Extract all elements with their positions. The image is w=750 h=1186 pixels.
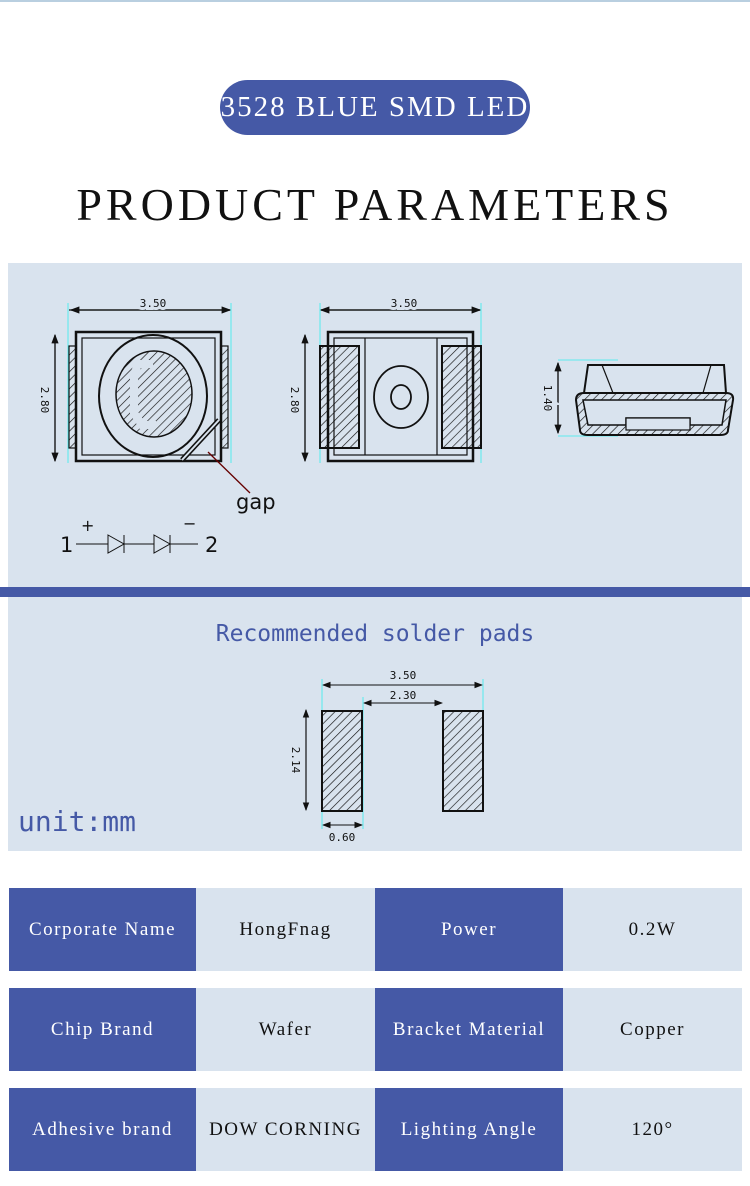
cathode-sign: − bbox=[183, 514, 196, 533]
section-divider bbox=[0, 587, 750, 597]
top-width-label: 3.50 bbox=[140, 297, 167, 310]
solder-pads-panel: 3.50 2.30 2.14 0.60 Recommended solder p… bbox=[8, 597, 742, 851]
spec-value: Copper bbox=[563, 988, 742, 1071]
pin2-label: 2 bbox=[205, 533, 218, 557]
solder-pad-left bbox=[321, 710, 363, 812]
product-badge: 3528 BLUE SMD LED bbox=[220, 80, 530, 135]
side-height-label: 1.40 bbox=[541, 385, 554, 412]
spec-row: Corporate Name HongFnag Power 0.2W bbox=[9, 888, 742, 971]
spec-key: Adhesive brand bbox=[9, 1088, 196, 1171]
anode-sign: + bbox=[81, 516, 94, 535]
bottom-width-label: 3.50 bbox=[391, 297, 418, 310]
diode-circuit-symbol bbox=[76, 534, 198, 554]
spec-value: 0.2W bbox=[563, 888, 742, 971]
pad-overall-width-label: 3.50 bbox=[390, 669, 417, 682]
solder-pad-right bbox=[442, 710, 484, 812]
spec-value: HongFnag bbox=[196, 888, 375, 971]
bottom-view bbox=[301, 303, 482, 463]
pad-width-label: 0.60 bbox=[329, 831, 356, 844]
spec-value: DOW CORNING bbox=[196, 1088, 375, 1171]
spec-key: Bracket Material bbox=[375, 988, 563, 1071]
solder-pad-drawing: 3.50 2.30 2.14 0.60 bbox=[289, 669, 484, 844]
pin1-label: 1 bbox=[60, 533, 73, 557]
top-view bbox=[51, 303, 251, 494]
pad-height-label: 2.14 bbox=[289, 747, 302, 774]
dimension-drawing-panel: 3.50 2.80 3.50 2.80 1.40 gap 1 2 + − bbox=[8, 263, 742, 587]
pad-inner-gap-label: 2.30 bbox=[390, 689, 417, 702]
unit-label: unit:mm bbox=[18, 805, 137, 838]
spec-key: Corporate Name bbox=[9, 888, 196, 971]
bottom-height-label: 2.80 bbox=[288, 387, 301, 414]
spec-row: Chip Brand Wafer Bracket Material Copper bbox=[9, 988, 742, 1071]
solder-pads-title: Recommended solder pads bbox=[215, 621, 535, 647]
spec-key: Power bbox=[375, 888, 563, 971]
spec-value: 120° bbox=[563, 1088, 742, 1171]
spec-key: Chip Brand bbox=[9, 988, 196, 1071]
gap-label: gap bbox=[236, 490, 276, 514]
top-height-label: 2.80 bbox=[38, 387, 51, 414]
spec-key: Lighting Angle bbox=[375, 1088, 563, 1171]
spec-value: Wafer bbox=[196, 988, 375, 1071]
page-title: PRODUCT PARAMETERS bbox=[76, 179, 674, 230]
side-view bbox=[554, 359, 735, 437]
top-divider bbox=[0, 0, 750, 2]
spec-row: Adhesive brand DOW CORNING Lighting Angl… bbox=[9, 1088, 742, 1171]
led-dimension-drawing: 3.50 2.80 3.50 2.80 1.40 gap 1 2 + − bbox=[35, 294, 735, 557]
